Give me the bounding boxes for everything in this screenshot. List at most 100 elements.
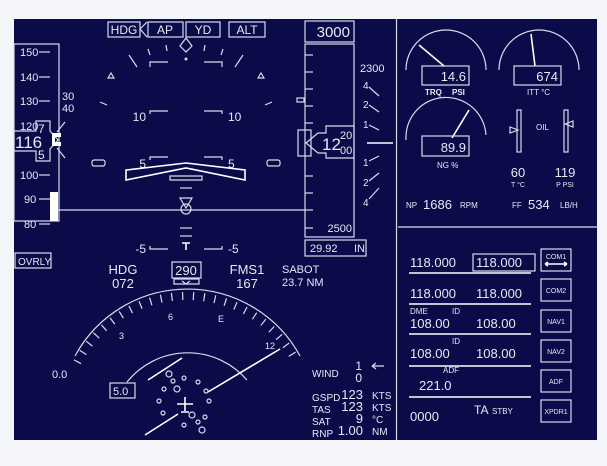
svg-text:7: 7: [38, 122, 45, 136]
svg-text:HDG: HDG: [111, 23, 138, 37]
compass-tick: [233, 301, 238, 310]
svg-text:2500: 2500: [328, 223, 352, 235]
com1-standby-box: [472, 253, 536, 272]
svg-text:3: 3: [119, 331, 124, 341]
svg-text:2: 2: [363, 178, 369, 189]
nav1-button[interactable]: NAV1: [540, 309, 572, 333]
svg-text:-5: -5: [228, 242, 239, 256]
svg-text:0000: 0000: [410, 409, 439, 424]
compass-tick: [223, 298, 228, 307]
compass-tick: [128, 305, 134, 314]
svg-text:OIL: OIL: [536, 123, 549, 132]
com2-row: 118.000 118.000: [409, 286, 531, 305]
low-speed-bar: [50, 192, 58, 221]
baro-setting[interactable]: 29.92 IN: [304, 239, 367, 257]
annunciator-yd[interactable]: YD: [185, 21, 221, 38]
compass-tick: [288, 351, 296, 357]
svg-text:FF: FF: [512, 201, 522, 210]
svg-text:221.0: 221.0: [419, 378, 452, 393]
annunciator-hdg[interactable]: HDG: [107, 21, 141, 38]
svg-text:108.00: 108.00: [410, 346, 450, 361]
ng-needle: [451, 109, 470, 139]
itt-needle: [530, 33, 536, 67]
svg-text:IN: IN: [354, 243, 365, 255]
svg-text:167: 167: [236, 276, 258, 291]
compass-tick: [213, 295, 217, 304]
range-ring: [126, 352, 248, 383]
annunciator-ap[interactable]: AP: [147, 21, 184, 38]
svg-text:ADF: ADF: [549, 379, 563, 386]
ownship-icon: [177, 397, 193, 413]
svg-text:118.000: 118.000: [476, 255, 522, 270]
svg-text:00: 00: [340, 145, 352, 157]
adf-button[interactable]: ADF: [540, 369, 572, 393]
aircraft-symbol: [125, 162, 246, 181]
compass-tick: [109, 317, 116, 325]
nav2-button[interactable]: NAV2: [540, 339, 572, 363]
overlay-button[interactable]: OVRLY: [14, 252, 52, 269]
adf-row: ADF 221.0: [409, 366, 531, 398]
compass-tick: [242, 306, 248, 315]
svg-text:SABOT: SABOT: [282, 264, 320, 276]
pfd-panel: [14, 19, 396, 440]
annunciator-alt[interactable]: ALT: [228, 21, 266, 38]
svg-text:12: 12: [265, 341, 275, 351]
svg-text:OVRLY: OVRLY: [18, 257, 51, 268]
svg-text:1: 1: [363, 158, 369, 169]
svg-text:XPDR1: XPDR1: [544, 409, 567, 416]
compass-tick: [260, 318, 267, 326]
compass-tick: [100, 324, 108, 332]
svg-text:1: 1: [355, 359, 362, 373]
compass-tick: [92, 332, 100, 339]
svg-text:COM2: COM2: [546, 288, 566, 295]
compass-tick: [118, 311, 124, 319]
com2-button[interactable]: COM2: [540, 278, 572, 302]
svg-text:4: 4: [363, 198, 369, 209]
compass-tick: [73, 359, 82, 365]
svg-text:1686: 1686: [423, 197, 452, 212]
com1-button[interactable]: COM1: [540, 248, 572, 272]
xpdr1-button[interactable]: XPDR1: [540, 399, 572, 423]
torque-needle: [418, 44, 445, 67]
compass-tick: [170, 292, 173, 301]
svg-text:PSI: PSI: [452, 88, 465, 97]
svg-text:118.000: 118.000: [476, 286, 522, 301]
selected-altitude[interactable]: 3000: [304, 20, 355, 43]
heading-readout: 290: [175, 263, 197, 278]
svg-text:118.000: 118.000: [410, 286, 456, 301]
svg-text:29.92: 29.92: [310, 243, 338, 255]
airspeed-readout: 116 7 5: [13, 120, 66, 162]
svg-text:TA: TA: [474, 403, 488, 417]
svg-text:NAV2: NAV2: [547, 349, 565, 356]
svg-text:2300: 2300: [360, 63, 384, 75]
svg-text:20: 20: [340, 130, 352, 142]
svg-text:90: 90: [24, 194, 36, 206]
svg-text:NP: NP: [406, 201, 417, 210]
nav2-row: ID 108.00 108.00: [409, 337, 531, 367]
svg-text:5: 5: [38, 148, 45, 162]
svg-text:SAT: SAT: [312, 417, 331, 428]
compass-tick: [159, 294, 163, 303]
compass-tick: [268, 325, 275, 333]
svg-text:123: 123: [341, 387, 363, 402]
transponder-row: 0000 TA STBY: [410, 403, 514, 424]
svg-text:COM1: COM1: [546, 254, 566, 261]
svg-text:123: 123: [341, 399, 363, 414]
svg-text:1.00: 1.00: [338, 423, 363, 438]
compass-tick: [79, 349, 87, 356]
svg-text:3000: 3000: [317, 24, 350, 41]
itt-gauge: 674 ITT °C: [498, 29, 580, 97]
svg-text:130: 130: [20, 96, 38, 108]
compass-tick: [275, 333, 283, 341]
svg-text:5: 5: [228, 157, 235, 171]
flight-director-icon: [178, 197, 194, 210]
svg-text:6: 6: [168, 312, 173, 322]
compass-tick: [149, 297, 153, 306]
mfd-panel: [397, 19, 597, 440]
svg-text:9: 9: [356, 411, 363, 426]
compass-tick: [251, 312, 258, 320]
svg-text:108.00: 108.00: [476, 316, 516, 331]
svg-text:KTS: KTS: [372, 391, 392, 402]
range-readout: 5.0: [113, 386, 128, 398]
svg-text:ITT °C: ITT °C: [527, 88, 550, 97]
